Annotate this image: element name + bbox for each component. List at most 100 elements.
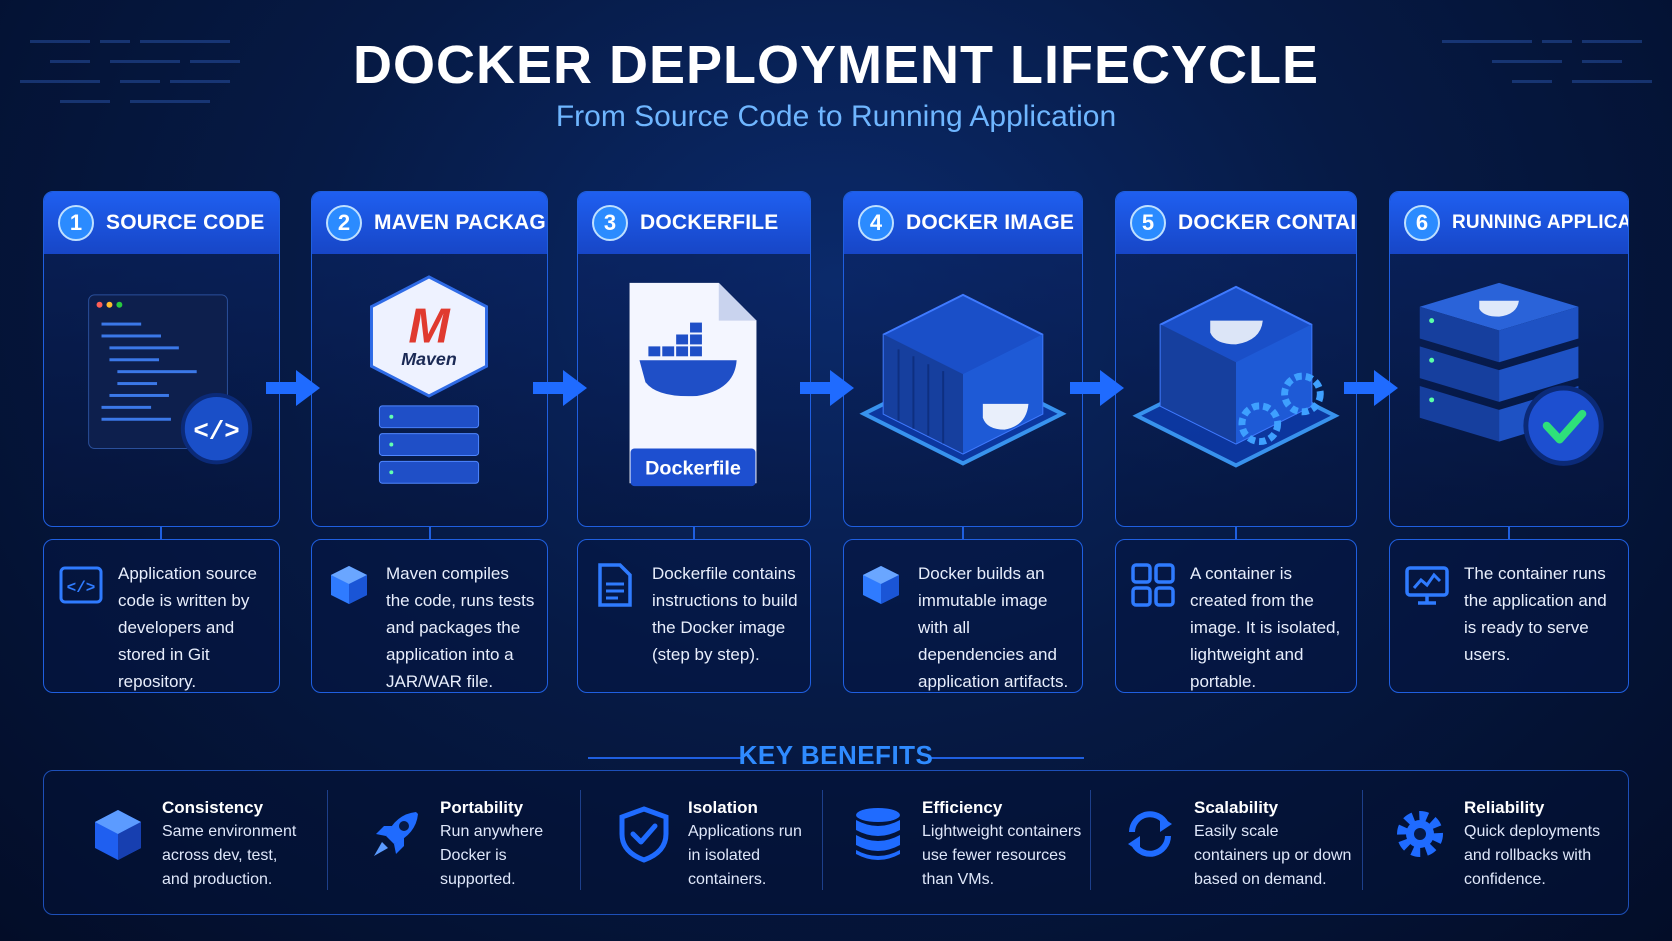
- step-description-card: </> Application source code is written b…: [43, 539, 280, 693]
- step-description: A container is created from the image. I…: [1190, 564, 1341, 691]
- step-header: 4 DOCKER IMAGE: [844, 192, 1082, 254]
- benefit-separator: [580, 790, 581, 890]
- benefit-title: Consistency: [162, 798, 264, 817]
- benefit-text: Run anywhere Docker is supported.: [440, 823, 544, 888]
- step-number: 5: [1130, 205, 1166, 241]
- maven-logo-label: Maven: [401, 349, 457, 369]
- benefit-title: Portability: [440, 798, 524, 817]
- document-icon: [598, 563, 632, 607]
- step-number: 6: [1404, 205, 1440, 241]
- connector-line: [693, 527, 695, 539]
- benefit-scalability: Scalability Easily scale containers up o…: [1120, 798, 1360, 898]
- cube-icon: [863, 566, 899, 604]
- benefit-isolation: Isolation Applications run in isolated c…: [614, 798, 814, 898]
- dockerfile-badge: Dockerfile: [645, 457, 741, 479]
- benefit-text: Same environment across dev, test, and p…: [162, 823, 297, 888]
- step-description-card: Dockerfile contains instructions to buil…: [577, 539, 811, 693]
- cube-icon: [95, 810, 141, 860]
- step-description-card: Maven compiles the code, runs tests and …: [311, 539, 548, 693]
- step-description: Maven compiles the code, runs tests and …: [386, 564, 535, 691]
- benefit-separator: [327, 790, 328, 890]
- step-description-card: A container is created from the image. I…: [1115, 539, 1357, 693]
- grid-icon: [1131, 563, 1175, 607]
- monitor-icon: [1405, 566, 1449, 605]
- step-card-source-code: 1 SOURCE CODE </>: [43, 191, 280, 527]
- benefit-consistency: Consistency Same environment across dev,…: [88, 798, 318, 898]
- svg-text:</>: </>: [67, 579, 96, 597]
- dockerfile-illustration: Dockerfile: [629, 282, 757, 487]
- benefit-portability: Portability Run anywhere Docker is suppo…: [366, 798, 566, 898]
- step-description-card: The container runs the application and i…: [1389, 539, 1629, 693]
- step-header: 5 DOCKER CONTAINER: [1116, 192, 1356, 254]
- benefit-text: Quick deployments and rollbacks with con…: [1464, 823, 1601, 888]
- flow-arrow-icon: [533, 370, 587, 406]
- flow-arrow-icon: [1344, 370, 1398, 406]
- step-header: 3 DOCKERFILE: [578, 192, 810, 254]
- step-card-docker-container: 5 DOCKER CONTAINER: [1115, 191, 1357, 527]
- step-card-running-application: 6 RUNNING APPLICATION: [1389, 191, 1629, 527]
- cube-icon: [331, 566, 367, 604]
- benefit-separator: [822, 790, 823, 890]
- benefits-divider: [588, 757, 744, 759]
- database-icon: [856, 808, 900, 860]
- connector-line: [160, 527, 162, 539]
- benefit-text: Applications run in isolated containers.: [688, 823, 802, 888]
- flow-arrow-icon: [800, 370, 854, 406]
- circuit-decoration: [1442, 40, 1652, 83]
- benefits-divider: [928, 757, 1084, 759]
- step-number: 4: [858, 205, 894, 241]
- maven-build-illustration: M Maven: [370, 275, 489, 484]
- benefit-separator: [1090, 790, 1091, 890]
- code-icon: </>: [59, 566, 103, 604]
- step-description: The container runs the application and i…: [1464, 564, 1607, 664]
- benefit-title: Reliability: [1464, 798, 1545, 817]
- step-title: DOCKER IMAGE: [906, 211, 1075, 234]
- page-title: DOCKER DEPLOYMENT LIFECYCLE: [352, 35, 1320, 95]
- circuit-decoration: [20, 40, 240, 103]
- step-description: Docker builds an immutable image with al…: [918, 564, 1069, 691]
- step-description: Dockerfile contains instructions to buil…: [652, 564, 798, 664]
- gear-icon: [1397, 811, 1443, 857]
- step-card-maven-package: 2 MAVEN PACKAGE M Maven: [311, 191, 548, 527]
- step-number: 2: [326, 205, 362, 241]
- step-description-card: Docker builds an immutable image with al…: [843, 539, 1083, 693]
- benefit-title: Scalability: [1194, 798, 1279, 817]
- connector-line: [1235, 527, 1237, 539]
- code-editor-illustration: </>: [88, 294, 253, 465]
- shield-icon: [619, 806, 669, 863]
- step-title: RUNNING APPLICATION: [1452, 212, 1629, 233]
- step-description: Application source code is written by de…: [118, 564, 257, 691]
- rocket-icon: [374, 812, 418, 856]
- docker-image-illustration: [859, 293, 1067, 466]
- benefit-text: Lightweight containers use fewer resourc…: [922, 823, 1082, 888]
- connector-line: [962, 527, 964, 539]
- refresh-icon: [1128, 811, 1172, 857]
- benefit-title: Isolation: [688, 798, 758, 817]
- benefit-efficiency: Efficiency Lightweight containers use fe…: [848, 798, 1088, 898]
- step-number: 3: [592, 205, 628, 241]
- step-title: DOCKERFILE: [640, 211, 779, 234]
- flow-arrow-icon: [1070, 370, 1124, 406]
- benefits-panel: [43, 770, 1629, 915]
- step-card-dockerfile: 3 DOCKERFILE Dockerfile: [577, 191, 811, 527]
- docker-container-illustration: [1132, 285, 1340, 468]
- svg-text:M: M: [408, 297, 451, 353]
- svg-text:</>: </>: [193, 418, 239, 447]
- benefit-text: Easily scale containers up or down based…: [1194, 823, 1352, 888]
- step-header: 1 SOURCE CODE: [44, 192, 279, 254]
- step-title: MAVEN PACKAGE: [374, 211, 548, 234]
- step-title: SOURCE CODE: [106, 211, 265, 234]
- benefit-reliability: Reliability Quick deployments and rollba…: [1390, 798, 1620, 898]
- step-header: 2 MAVEN PACKAGE: [312, 192, 547, 254]
- step-card-docker-image: 4 DOCKER IMAGE: [843, 191, 1083, 527]
- connector-line: [429, 527, 431, 539]
- flow-arrow-icon: [266, 370, 320, 406]
- connector-line: [1508, 527, 1510, 539]
- step-number: 1: [58, 205, 94, 241]
- step-header: 6 RUNNING APPLICATION: [1390, 192, 1628, 254]
- benefits-title: KEY BENEFITS: [738, 740, 934, 770]
- running-server-illustration: [1419, 282, 1604, 466]
- step-title: DOCKER CONTAINER: [1178, 211, 1357, 234]
- benefit-title: Efficiency: [922, 798, 1003, 817]
- page-subtitle: From Source Code to Running Application: [555, 100, 1117, 133]
